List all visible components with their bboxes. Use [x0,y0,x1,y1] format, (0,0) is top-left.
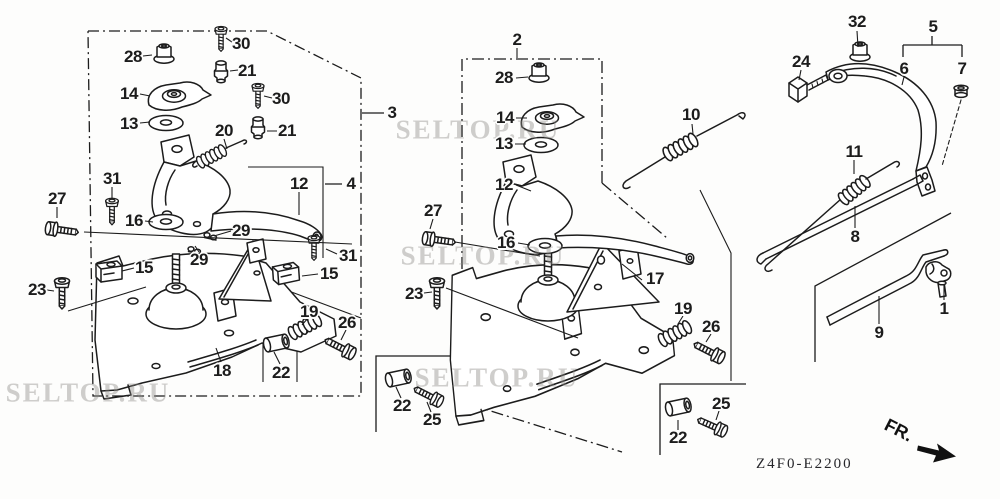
bolt-31 [307,234,321,261]
bolt-27 [43,219,81,241]
bolt-27 [420,229,458,251]
washer-13 [523,136,559,154]
spring-11 [764,160,900,273]
nut-7 [953,84,969,99]
bushing-22 [663,396,694,418]
spacer-21 [213,60,229,84]
diagram-code: Z4F0-E2200 [756,456,853,472]
rod-clamp-1 [925,261,952,298]
middle-assembly-group [383,62,730,440]
bolt-23 [53,277,71,310]
square-bolt-24 [788,74,829,103]
gusset-bracket-17 [566,242,660,313]
bushing-22 [383,367,414,389]
bolt-23 [428,277,446,310]
flange-nut-28 [153,43,175,64]
pivot-plate-14 [147,81,212,111]
spring-20 [192,139,248,170]
spring-19 [655,318,695,349]
spring-10 [622,112,746,190]
rod-9 [826,249,949,326]
bolt-30 [251,82,265,110]
right-parts-group [622,41,969,326]
washer-16 [527,237,563,255]
bolt-31 [104,197,120,226]
left-assembly-group [43,25,359,400]
washer-16 [148,213,184,231]
control-arm-12 [210,210,323,242]
choke-lever-6 [825,63,937,197]
leader-lines [46,30,945,430]
flange-nut-28 [528,62,550,83]
bolt-30 [214,25,228,53]
gusset-bracket [218,238,272,302]
fr-arrow-icon [917,443,956,463]
washer-13 [148,114,184,132]
rubber-stop-15 [95,260,123,283]
bolt-26 [690,336,728,367]
enclosure-boxes [87,30,963,455]
pivot-plate-14 [520,103,585,133]
flange-nut-32 [849,41,871,62]
rubber-stop-15 [271,261,301,286]
rod-8 [756,174,924,265]
bolt-25 [694,412,730,440]
alignment-line [941,99,962,167]
control-arm [555,234,695,265]
spacer-21 [250,116,266,140]
